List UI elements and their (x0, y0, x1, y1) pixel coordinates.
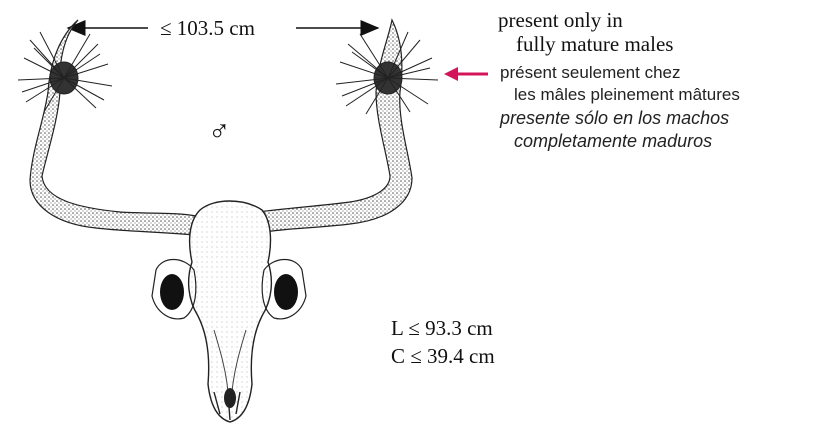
horn-span-label: ≤ 103.5 cm (160, 18, 255, 39)
tuft-note-fr-line1: présent seulement chez (500, 64, 681, 81)
tuft-note-es-line1: presente sólo en los machos (500, 109, 729, 127)
tuft-pointer-arrow (444, 67, 488, 81)
left-horn (30, 20, 204, 236)
skull-length-label: L ≤ 93.3 cm (391, 318, 493, 339)
right-eye-socket (274, 274, 298, 310)
tuft-note-en-line2: fully mature males (516, 34, 673, 55)
tuft-note-fr-line2: les mâles pleinement mâtures (514, 86, 740, 103)
right-horn (258, 20, 412, 232)
tuft-note-en-line1: present only in (498, 10, 623, 31)
left-eye-socket (160, 274, 184, 310)
skull-width-label: C ≤ 39.4 cm (391, 346, 495, 367)
tuft-note-es-line2: completamente maduros (514, 132, 712, 150)
male-symbol: ♂ (208, 117, 231, 147)
